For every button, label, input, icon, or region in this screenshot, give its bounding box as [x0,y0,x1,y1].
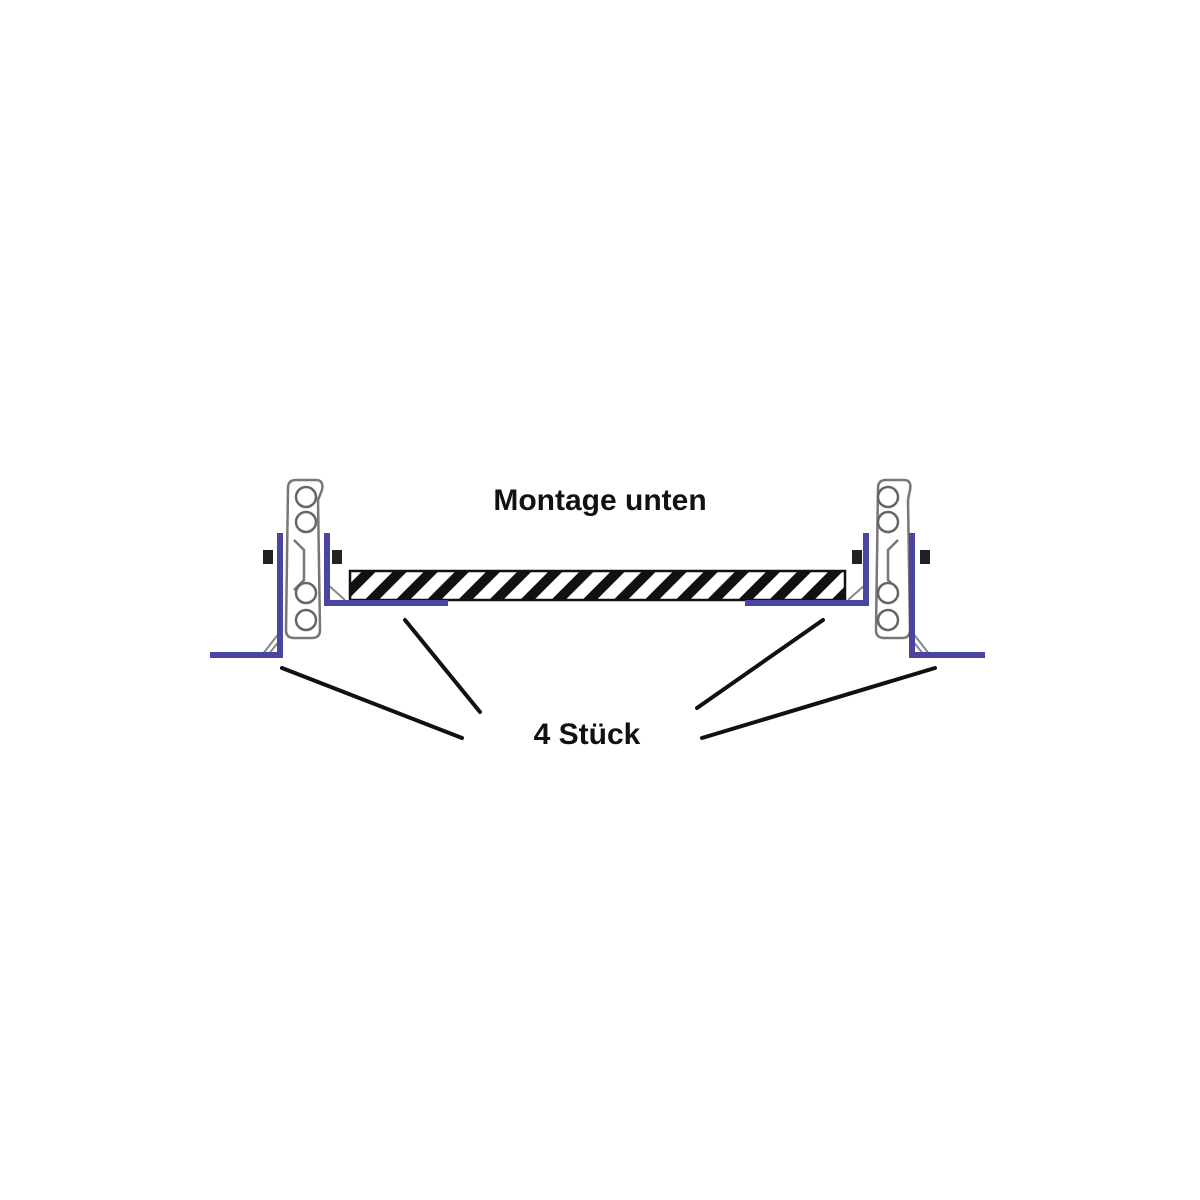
leader-line [280,666,464,740]
bolt-icon [920,550,930,564]
left-rail-assembly [210,478,448,658]
left-drawer-rail [284,478,324,640]
quantity-callout: 4 Stück [534,718,641,751]
inner-angle-bracket [324,533,448,606]
right-rail-assembly [745,478,985,658]
diagram-title: Montage unten [493,484,706,517]
bolt-icon [852,550,862,564]
leader-line [700,666,937,740]
inner-angle-bracket [745,533,869,606]
hatched-panel [348,569,847,602]
bolt-icon [263,550,273,564]
right-drawer-rail [874,478,912,640]
outer-angle-bracket [909,533,985,658]
leader-line [695,618,825,710]
outer-angle-bracket [210,533,283,658]
leader-line [403,618,482,714]
bolt-icon [332,550,342,564]
